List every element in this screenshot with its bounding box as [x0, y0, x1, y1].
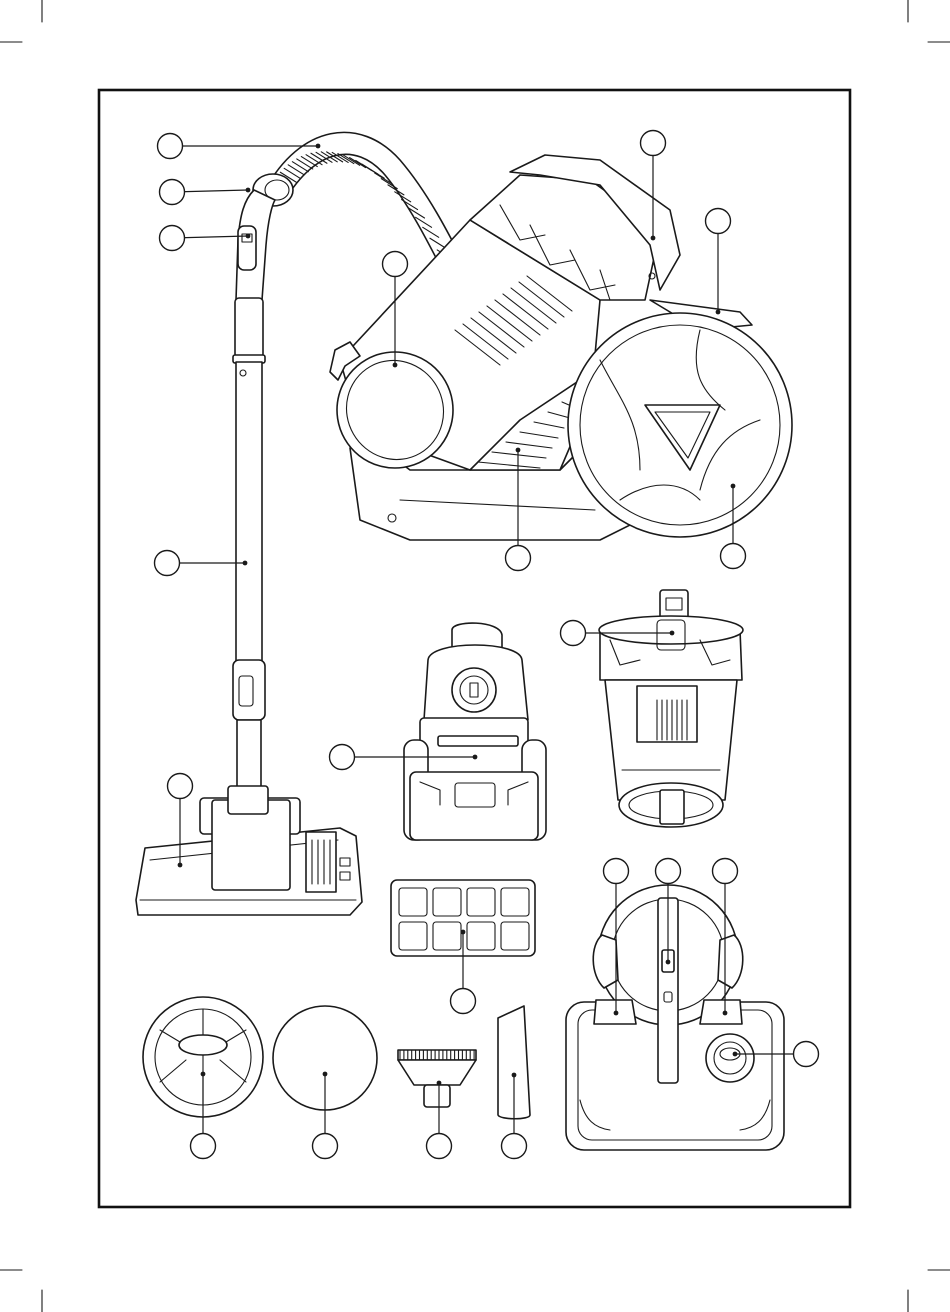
- c-handle-leader-dot: [246, 188, 251, 193]
- c-suction-slider-circle: [160, 226, 185, 251]
- c-vent-grille-leader-dot: [516, 448, 521, 453]
- c-foam-frame-leader-dot: [201, 1072, 206, 1077]
- c-foam-disc-circle: [313, 1134, 338, 1159]
- telescopic-tube: [233, 298, 265, 790]
- c-cyclone-handle-leader-dot: [670, 631, 675, 636]
- c-carry-handle-circle: [641, 131, 666, 156]
- c-release-left-circle: [604, 859, 629, 884]
- hand-grip: [236, 174, 293, 300]
- c-crevice-tool-circle: [502, 1134, 527, 1159]
- c-hose-circle: [158, 134, 183, 159]
- cyclone-dust-container: [599, 590, 743, 827]
- vacuum-top-view: [566, 885, 784, 1150]
- c-wheel-circle: [721, 544, 746, 569]
- c-foam-frame-circle: [191, 1134, 216, 1159]
- c-hose-inlet-circle: [794, 1042, 819, 1067]
- c-hose-inlet-leader-dot: [733, 1052, 738, 1057]
- c-crevice-tool-leader-dot: [512, 1073, 517, 1078]
- c-container-latch-leader-dot: [666, 960, 671, 965]
- c-carry-handle-leader-dot: [651, 236, 656, 241]
- c-hose-leader-dot: [316, 144, 321, 149]
- c-cyclone-handle-circle: [561, 621, 586, 646]
- c-foam-disc-leader-dot: [323, 1072, 328, 1077]
- vacuum-back-view: [404, 623, 546, 840]
- c-container-latch-circle: [656, 859, 681, 884]
- c-hepa-filter-leader-dot: [461, 930, 466, 935]
- c-exhaust-cover-circle: [330, 745, 355, 770]
- c-tube-leader-dot: [243, 561, 248, 566]
- floor-brush: [136, 786, 362, 915]
- c-release-left-leader-dot: [614, 1011, 619, 1016]
- c-vent-grille-circle: [506, 546, 531, 571]
- c-dust-container-circle: [383, 252, 408, 277]
- c-wheel-leader-dot: [731, 484, 736, 489]
- c-cord-rewind-circle: [706, 209, 731, 234]
- c-cord-rewind-leader-dot: [716, 310, 721, 315]
- c-floor-brush-circle: [168, 774, 193, 799]
- c-release-right-leader-dot: [723, 1011, 728, 1016]
- c-release-right-circle: [713, 859, 738, 884]
- c-upholstery-nozzle-circle: [427, 1134, 452, 1159]
- c-exhaust-cover-leader-dot: [473, 755, 478, 760]
- c-handle-circle: [160, 180, 185, 205]
- c-hepa-filter-circle: [451, 989, 476, 1014]
- c-dust-container-leader-dot: [393, 363, 398, 368]
- c-floor-brush-leader-dot: [178, 863, 183, 868]
- upholstery-nozzle: [398, 1050, 476, 1107]
- c-suction-slider-leader-dot: [246, 234, 251, 239]
- c-upholstery-nozzle-leader-dot: [437, 1081, 442, 1086]
- c-tube-circle: [155, 551, 180, 576]
